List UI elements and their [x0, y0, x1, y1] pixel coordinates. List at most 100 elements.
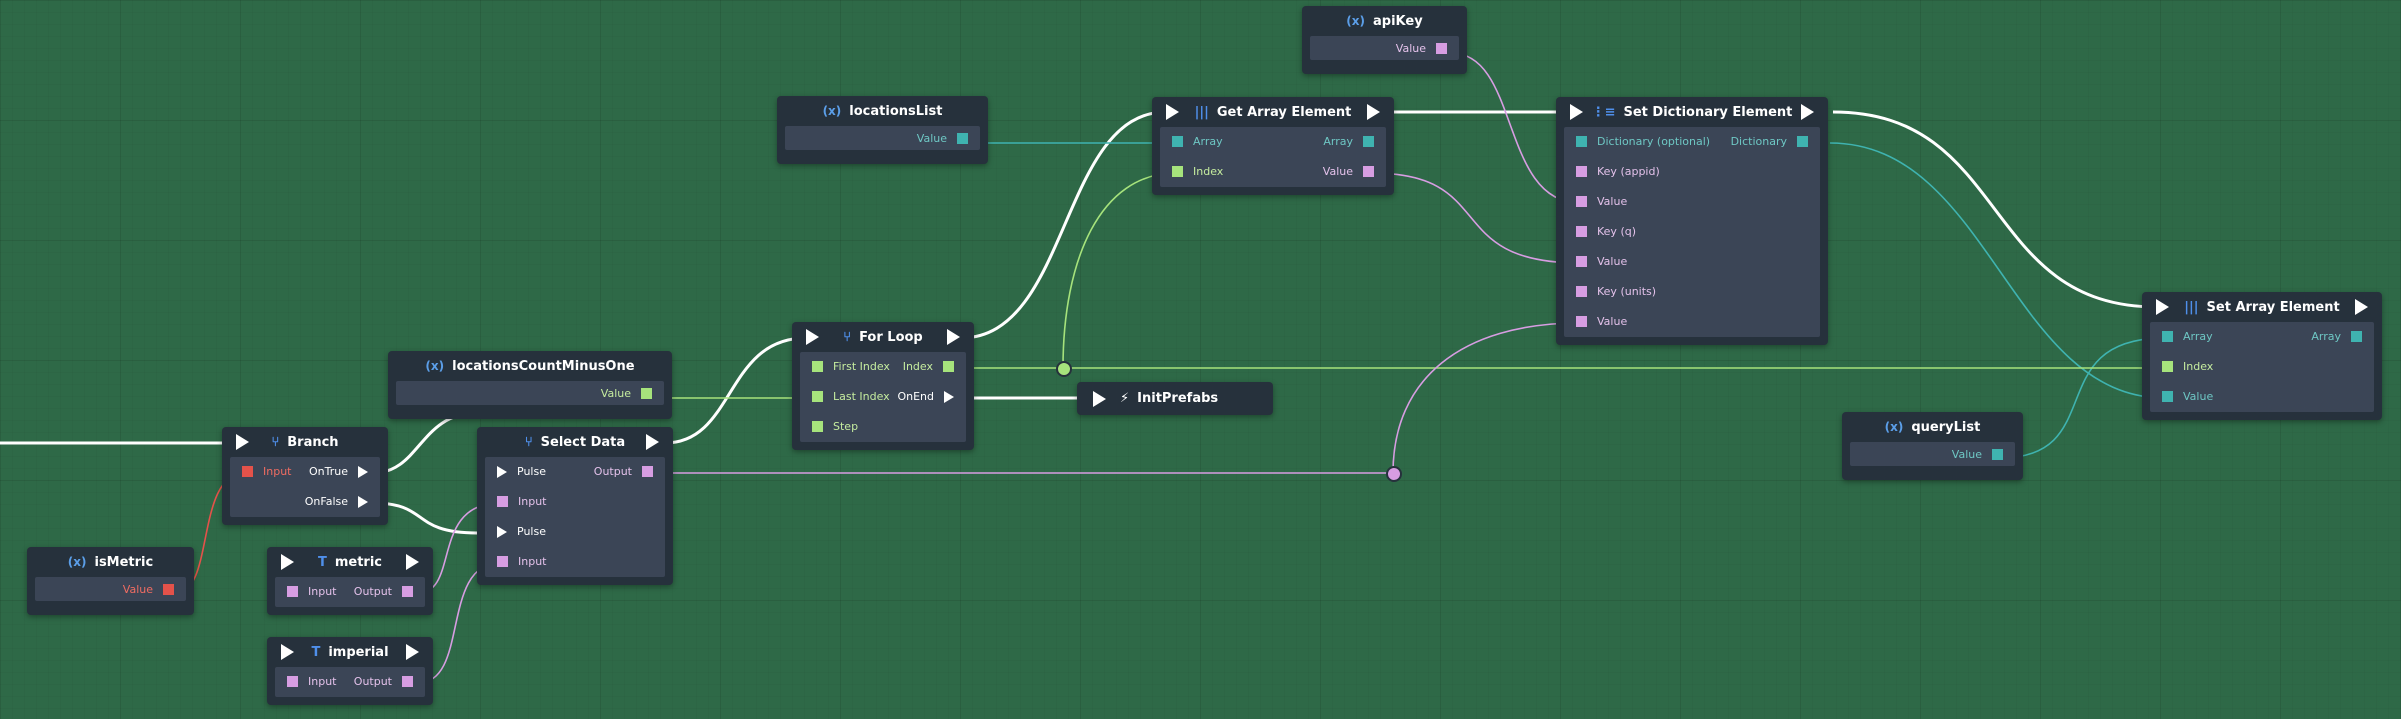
exec-out-pin[interactable]: [358, 495, 368, 508]
exec-wire[interactable]: [372, 411, 478, 475]
input-pin[interactable]: [1576, 166, 1587, 177]
input-pin[interactable]: [287, 586, 298, 597]
exec-in-pin[interactable]: [1093, 390, 1106, 407]
input-pin[interactable]: [497, 556, 508, 567]
node-title: locationsList: [849, 103, 943, 119]
node-select-data[interactable]: ⑂Select Data Pulse Output Input Pulse In…: [477, 427, 673, 585]
input-pin[interactable]: [497, 496, 508, 507]
input-pin[interactable]: [287, 676, 298, 687]
exec-in-pin[interactable]: [497, 465, 507, 478]
data-wire[interactable]: [1392, 322, 1581, 474]
reroute-dot-pink[interactable]: [1386, 466, 1402, 482]
exec-in-pin[interactable]: [497, 525, 507, 538]
node-get-array-element[interactable]: |||Get Array Element Array Array Index V…: [1152, 97, 1394, 195]
exec-out-pin[interactable]: [406, 644, 419, 660]
input-pin[interactable]: [812, 391, 823, 402]
output-pin[interactable]: [1363, 166, 1374, 177]
exec-wire[interactable]: [1832, 110, 2158, 309]
input-pin[interactable]: [1172, 136, 1183, 147]
exec-in-pin[interactable]: [281, 644, 294, 660]
branch-icon: ⑂: [524, 434, 533, 450]
pin-label: Pulse: [517, 465, 546, 478]
output-pin[interactable]: [642, 466, 653, 477]
variable-node-queryList[interactable]: (x)queryList Value: [1842, 412, 2023, 480]
output-pin[interactable]: [402, 676, 413, 687]
exec-out-pin[interactable]: [944, 390, 954, 403]
output-pin[interactable]: [1363, 136, 1374, 147]
output-pin[interactable]: [1797, 136, 1808, 147]
data-wire[interactable]: [1829, 142, 2166, 399]
node-title: InitPrefabs: [1137, 391, 1219, 406]
input-pin[interactable]: [1576, 316, 1587, 327]
exec-out-pin[interactable]: [358, 465, 368, 478]
dictionary-icon: ⋮≡: [1591, 104, 1616, 120]
data-wire[interactable]: [1370, 172, 1581, 264]
reroute-dot-green[interactable]: [1056, 361, 1072, 377]
input-pin[interactable]: [1576, 136, 1587, 147]
pin-label: OnEnd: [897, 390, 934, 403]
pin-label: Array: [2183, 330, 2213, 343]
exec-in-pin[interactable]: [236, 434, 249, 450]
output-pin[interactable]: [943, 361, 954, 372]
input-pin[interactable]: [812, 421, 823, 432]
exec-in-pin[interactable]: [2156, 299, 2169, 315]
pin-label: Index: [902, 360, 933, 373]
input-pin[interactable]: [812, 361, 823, 372]
node-title: Get Array Element: [1216, 104, 1352, 120]
data-wire[interactable]: [1062, 172, 1177, 369]
input-pin[interactable]: [1576, 196, 1587, 207]
input-pin[interactable]: [1576, 286, 1587, 297]
variable-icon: (x): [822, 104, 842, 118]
exec-wire[interactable]: [372, 501, 478, 535]
output-pin[interactable]: [957, 133, 968, 144]
output-pin[interactable]: [641, 388, 652, 399]
input-pin[interactable]: [242, 466, 253, 477]
exec-wire[interactable]: [664, 336, 807, 445]
exec-out-pin[interactable]: [646, 434, 659, 450]
node-branch[interactable]: ⑂Branch Input OnTrue OnFalse: [222, 427, 388, 525]
pin-label: Pulse: [517, 525, 546, 538]
value-label: Value: [122, 583, 153, 596]
data-wire[interactable]: [1450, 52, 1581, 204]
output-pin[interactable]: [163, 584, 174, 595]
pin-label: Array: [1323, 135, 1353, 148]
exec-wire[interactable]: [960, 110, 1167, 340]
output-pin[interactable]: [1436, 43, 1447, 54]
input-pin[interactable]: [1172, 166, 1183, 177]
node-for-loop[interactable]: ⑂For Loop First Index Index Last Index O…: [792, 322, 974, 450]
pin-label: Key (units): [1597, 285, 1657, 298]
exec-in-pin[interactable]: [1166, 104, 1179, 120]
node-title: Set Dictionary Element: [1623, 104, 1793, 120]
input-pin[interactable]: [2162, 361, 2173, 372]
input-pin[interactable]: [2162, 391, 2173, 402]
node-init-prefabs[interactable]: ⚡InitPrefabs: [1077, 382, 1273, 415]
exec-out-pin[interactable]: [947, 329, 960, 345]
variable-node-locationsCountMinusOne[interactable]: (x)locationsCountMinusOne Value: [388, 351, 672, 419]
node-title: For Loop: [859, 329, 923, 345]
variable-node-locationsList[interactable]: (x)locationsList Value: [777, 96, 988, 164]
exec-in-pin[interactable]: [1570, 104, 1583, 120]
exec-in-pin[interactable]: [806, 329, 819, 345]
variable-node-isMetric[interactable]: (x)isMetric Value: [27, 547, 194, 615]
exec-in-pin[interactable]: [281, 554, 294, 570]
exec-out-pin[interactable]: [2355, 299, 2368, 315]
text-icon: T: [311, 644, 321, 660]
output-pin[interactable]: [2351, 331, 2362, 342]
input-pin[interactable]: [2162, 331, 2173, 342]
exec-out-pin[interactable]: [1801, 104, 1814, 120]
data-wire[interactable]: [1999, 337, 2166, 459]
node-set-array-element[interactable]: |||Set Array Element Array Array Index V…: [2142, 292, 2382, 420]
pin-label: Step: [833, 420, 859, 433]
input-pin[interactable]: [1576, 256, 1587, 267]
output-pin[interactable]: [1992, 449, 2003, 460]
output-pin[interactable]: [402, 586, 413, 597]
node-set-dictionary-element[interactable]: ⋮≡Set Dictionary Element Dictionary (opt…: [1556, 97, 1828, 345]
exec-out-pin[interactable]: [1367, 104, 1380, 120]
value-label: Value: [600, 387, 631, 400]
exec-out-pin[interactable]: [406, 554, 419, 570]
input-pin[interactable]: [1576, 226, 1587, 237]
variable-node-apiKey[interactable]: (x)apiKey Value: [1302, 6, 1467, 74]
value-label: Value: [1395, 42, 1426, 55]
